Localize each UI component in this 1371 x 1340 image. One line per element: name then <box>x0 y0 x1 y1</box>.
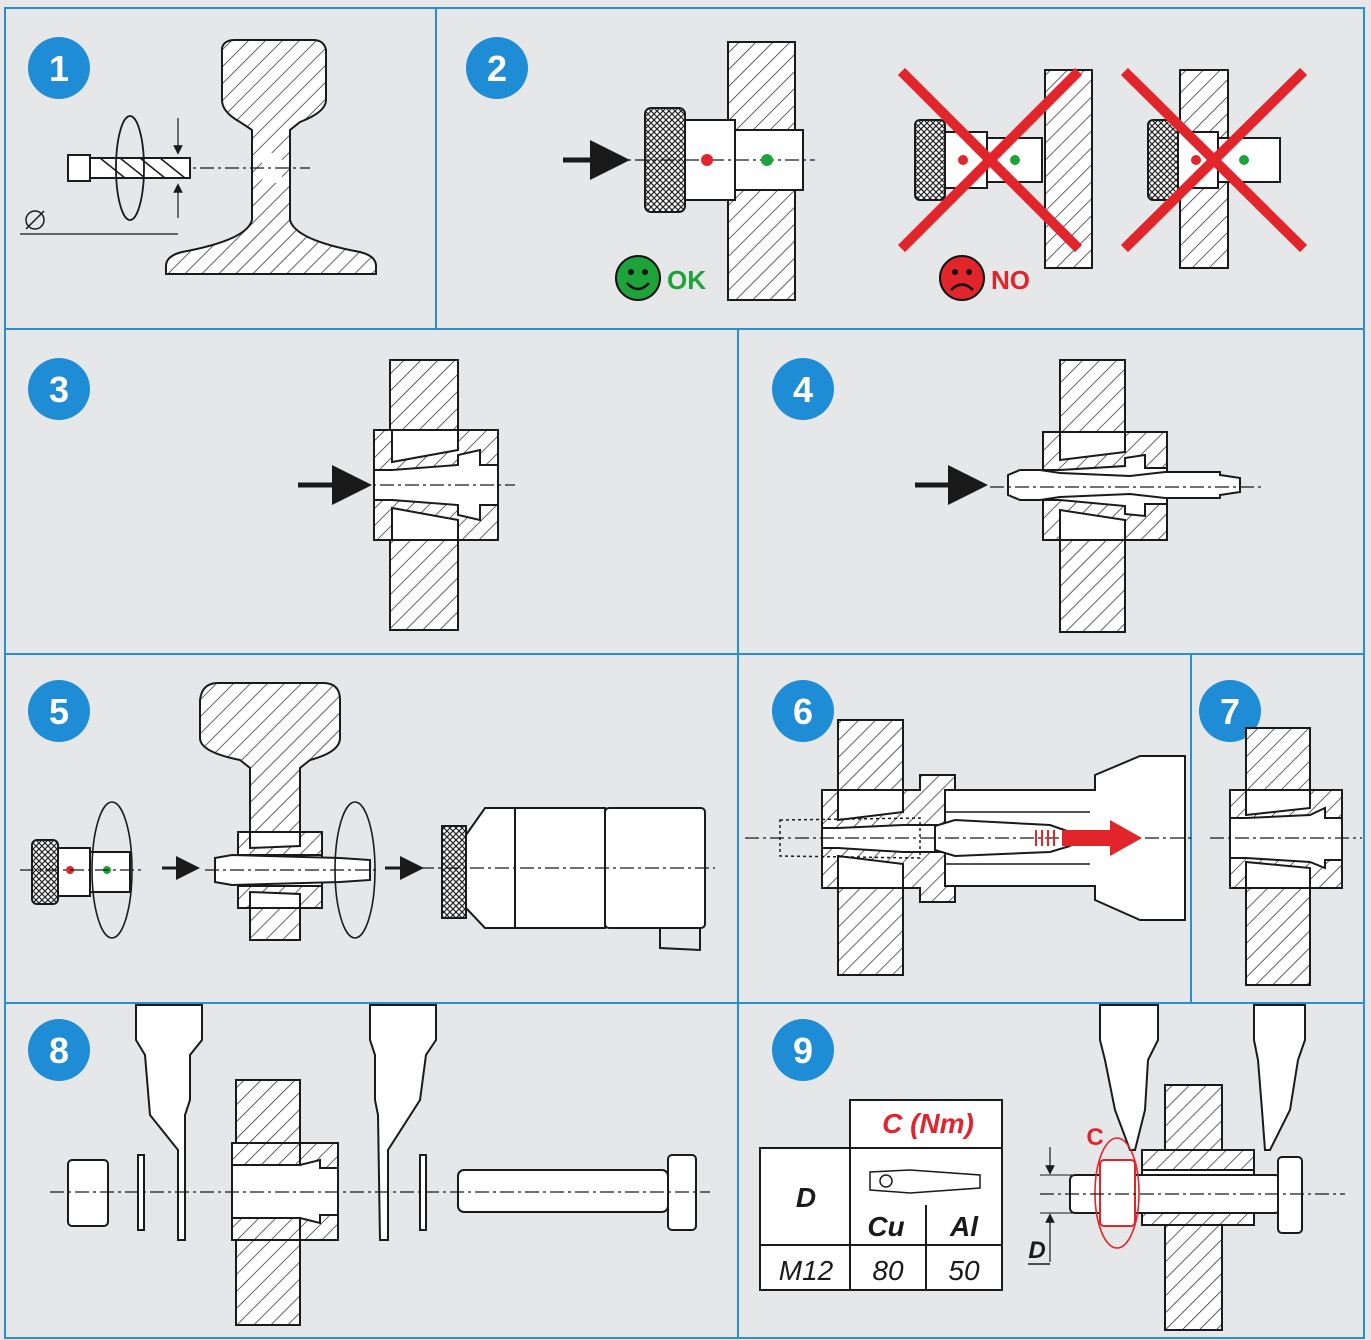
svg-text:4: 4 <box>793 369 813 410</box>
svg-text:6: 6 <box>793 691 813 732</box>
step-badge-9: 9 <box>772 1019 834 1081</box>
table-header-c: C (Nm) <box>882 1108 974 1139</box>
cable-lug-right <box>369 1004 437 1241</box>
no-indicator: NO <box>939 255 1030 301</box>
panel-3-insert-bushing <box>298 359 515 631</box>
table-col-cu: Cu <box>867 1211 904 1242</box>
red-pull-arrow <box>1035 820 1142 856</box>
step-badge-6: 6 <box>772 680 834 742</box>
panel-1-drill-rail <box>20 39 377 275</box>
table-cell-cu-value: 80 <box>872 1255 904 1286</box>
cable-lug-left-9 <box>1099 1004 1159 1151</box>
drill-bit <box>67 154 191 182</box>
frown-icon <box>939 255 985 301</box>
svg-text:3: 3 <box>49 369 69 410</box>
ok-label: OK <box>667 265 706 295</box>
step-badge-3: 3 <box>28 358 90 420</box>
panel-grid <box>4 7 1365 1339</box>
panel-7-finished <box>1210 727 1362 986</box>
step-badge-8: 8 <box>28 1019 90 1081</box>
step-badge-4: 4 <box>772 358 834 420</box>
torque-table: C (Nm) D Cu Al M12 80 50 <box>759 1099 1003 1291</box>
red-x-icon <box>897 67 1308 253</box>
panel-8-exploded <box>50 1004 710 1326</box>
step-badge-1: 1 <box>28 37 90 99</box>
cable-lug-left <box>135 1004 203 1241</box>
dimension-label-d: D <box>1028 1237 1045 1264</box>
step-badge-2: 2 <box>466 37 528 99</box>
cable-lug-icon <box>869 1169 981 1194</box>
torque-label-c: C <box>1086 1124 1103 1151</box>
svg-text:1: 1 <box>49 48 69 89</box>
svg-text:9: 9 <box>793 1030 813 1071</box>
table-row-header-d: D <box>796 1182 816 1213</box>
panel-5-assembly <box>20 682 715 952</box>
panel-6-pulling <box>745 719 1195 976</box>
panel-2-gauge-check <box>563 41 1308 301</box>
table-cell-m12: M12 <box>779 1255 834 1286</box>
torque-nut-red <box>1094 1137 1140 1249</box>
svg-text:2: 2 <box>487 48 507 89</box>
svg-text:7: 7 <box>1220 691 1240 732</box>
table-cell-al-value: 50 <box>948 1255 980 1286</box>
svg-text:8: 8 <box>49 1030 69 1071</box>
rail-profile-5 <box>199 682 341 941</box>
smiley-icon <box>615 255 661 301</box>
svg-text:5: 5 <box>49 691 69 732</box>
step-badges: 1 2 3 4 5 6 7 8 <box>28 37 1261 1081</box>
hydraulic-tool <box>420 807 715 952</box>
panel-4-insert-tool <box>915 359 1265 633</box>
step-badge-5: 5 <box>28 680 90 742</box>
step-badge-7: 7 <box>1199 680 1261 742</box>
panel-9-assembly <box>1028 1004 1345 1331</box>
cable-lug-right-9 <box>1253 1004 1306 1151</box>
ok-indicator: OK <box>615 255 706 301</box>
table-col-al: Al <box>949 1211 979 1242</box>
no-label: NO <box>991 265 1030 295</box>
